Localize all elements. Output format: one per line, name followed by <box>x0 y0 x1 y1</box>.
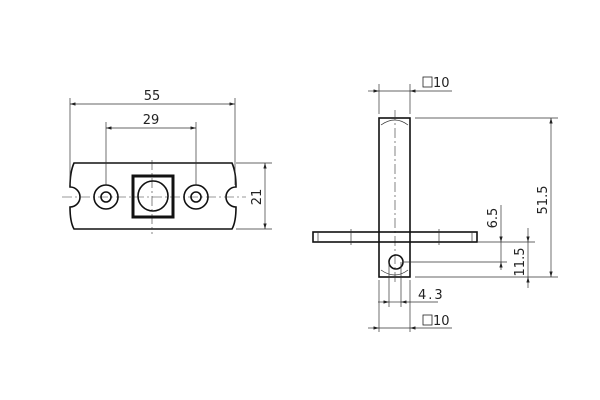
shaft-top-chamfer <box>380 119 409 126</box>
mounting-hole-right-inner <box>190 191 202 203</box>
dim-label-11-5: 11.5 <box>513 248 528 277</box>
crossbar-outline <box>312 231 478 243</box>
square-socket <box>131 174 175 219</box>
dim-label-29: 29 <box>143 113 160 128</box>
dim-label-6-5: 6.5 <box>486 208 501 229</box>
mounting-hole-left-inner <box>100 191 112 203</box>
dim-label-4-3: 4.3 <box>418 288 445 303</box>
dim-label-square-top: 10 <box>433 76 450 91</box>
shaft-bottom-chamfer <box>380 269 409 276</box>
shaft-outline <box>378 117 411 278</box>
plate-outline <box>69 162 237 230</box>
dim-label-51-5: 51.5 <box>536 186 551 215</box>
dim-label-21: 21 <box>250 189 265 206</box>
dim-label-55: 55 <box>144 89 161 104</box>
front-view: 55 29 21 <box>62 89 272 234</box>
dim-label-square-bottom: 10 <box>433 314 450 329</box>
square-socket-bore <box>137 180 169 212</box>
side-view: 10 51.5 6.5 11.5 4.3 10 <box>312 76 558 332</box>
square-symbol-icon <box>422 76 433 88</box>
square-symbol-icon <box>422 314 433 326</box>
